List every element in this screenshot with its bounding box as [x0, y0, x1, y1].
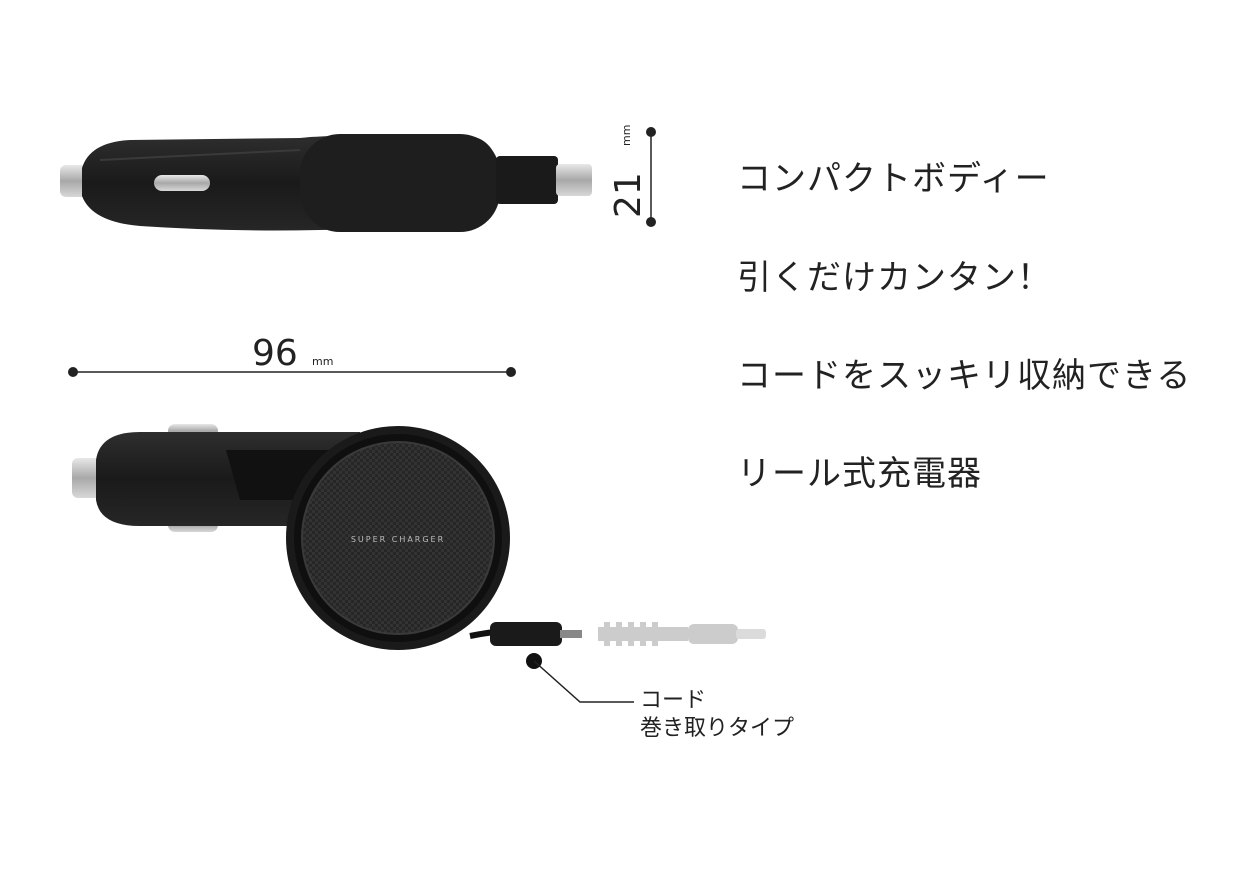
lightning-plug	[556, 164, 592, 196]
cable-plug-black	[490, 622, 562, 646]
connector-base	[496, 156, 558, 204]
charger-reel-view: SUPER CHARGER	[72, 424, 766, 650]
height-value: 21	[608, 172, 649, 218]
side-contact	[154, 175, 210, 191]
feature-easy-pull: 引くだけカンタン！	[737, 258, 1052, 298]
width-unit: mm	[312, 355, 333, 368]
width-dimension: 96 mm	[68, 333, 516, 377]
charger-side-view	[60, 134, 592, 232]
feature-compact-body: コンパクトボディー	[737, 159, 1050, 199]
width-value: 96	[252, 333, 298, 374]
feature-neat-storage: コードをスッキリ収納できる	[737, 356, 1192, 396]
callout-line-1: コード	[640, 688, 707, 713]
reel-face	[302, 442, 494, 634]
cable-faded-extension	[598, 622, 766, 646]
reel-label: SUPER CHARGER	[351, 535, 445, 544]
height-unit: mm	[620, 125, 633, 146]
height-dimension: 21 mm	[608, 125, 656, 227]
feature-reel-charger: リール式充電器	[737, 454, 982, 494]
callout-line-2: 巻き取りタイプ	[640, 716, 795, 741]
callout-leader	[526, 653, 634, 703]
